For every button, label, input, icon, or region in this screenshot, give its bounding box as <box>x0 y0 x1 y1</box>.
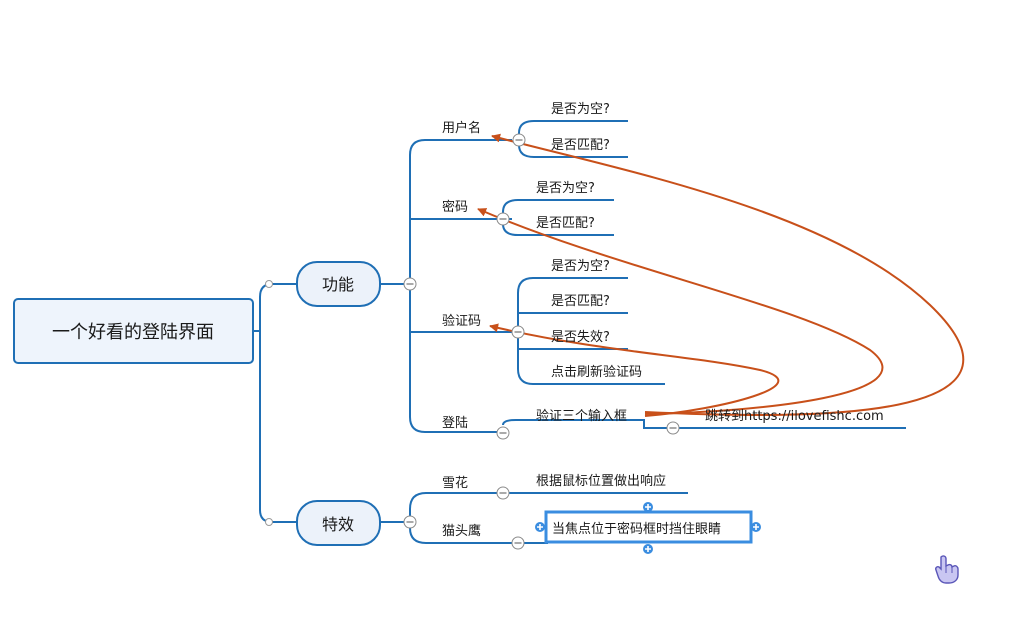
leaf-snow-mouse[interactable]: 根据鼠标位置做出响应 <box>536 473 666 489</box>
collapse-buttons[interactable] <box>403 133 680 550</box>
root-topic-label: 一个好看的登陆界面 <box>52 322 214 343</box>
subtopic-login-label[interactable]: 登陆 <box>442 415 468 431</box>
hand-pointer-icon[interactable] <box>935 555 959 584</box>
relationship-arrow-username <box>491 133 965 416</box>
collapse-minus-icon <box>496 426 510 440</box>
connector-dots <box>265 280 273 526</box>
collapse-minus-icon <box>512 133 526 147</box>
leaf-captcha-empty[interactable]: 是否为空? <box>551 259 610 274</box>
handle-plus-icons <box>537 504 759 552</box>
leaf-password-match[interactable]: 是否匹配? <box>536 216 595 231</box>
leaf-username-match[interactable]: 是否匹配? <box>551 138 610 153</box>
leaf-login-validate[interactable]: 验证三个输入框 <box>536 408 627 424</box>
leaf-password-empty[interactable]: 是否为空? <box>536 181 595 196</box>
leaf-username-empty[interactable]: 是否为空? <box>551 102 610 117</box>
leaf-captcha-match[interactable]: 是否匹配? <box>551 294 610 309</box>
subtopic-captcha-label[interactable]: 验证码 <box>442 313 481 329</box>
relationship-arrows <box>477 133 965 417</box>
topic-effects[interactable]: 特效 <box>296 500 381 546</box>
collapse-minus-icon <box>496 212 510 226</box>
leaf-login-redirect[interactable]: 跳转到https://ilovefishc.com <box>705 409 884 424</box>
leaf-captcha-expired[interactable]: 是否失效? <box>551 330 610 345</box>
collapse-minus-icon <box>511 536 525 550</box>
root-topic[interactable]: 一个好看的登陆界面 <box>13 298 254 364</box>
leaf-owl-selected[interactable]: 当焦点位于密码框时挡住眼睛 <box>535 502 761 554</box>
relationship-arrow-captcha <box>489 323 780 417</box>
topic-features[interactable]: 功能 <box>296 261 381 307</box>
leaf-owl-eyes: 当焦点位于密码框时挡住眼睛 <box>552 521 721 537</box>
collapse-minus-icon <box>666 421 680 435</box>
subtopic-password-label[interactable]: 密码 <box>442 199 468 215</box>
collapse-minus-icon <box>403 277 417 291</box>
topic-effects-label: 特效 <box>322 515 354 534</box>
subtopic-username-label[interactable]: 用户名 <box>442 120 481 136</box>
relationship-arrow-password <box>477 208 884 415</box>
subtopic-owl-label[interactable]: 猫头鹰 <box>442 523 481 539</box>
collapse-minus-icon <box>511 325 525 339</box>
collapse-minus-icon <box>496 486 510 500</box>
leaf-captcha-refresh[interactable]: 点击刷新验证码 <box>551 364 642 380</box>
collapse-minus-icon <box>403 515 417 529</box>
subtopic-snow-label[interactable]: 雪花 <box>442 475 468 491</box>
topic-features-label: 功能 <box>322 275 354 294</box>
